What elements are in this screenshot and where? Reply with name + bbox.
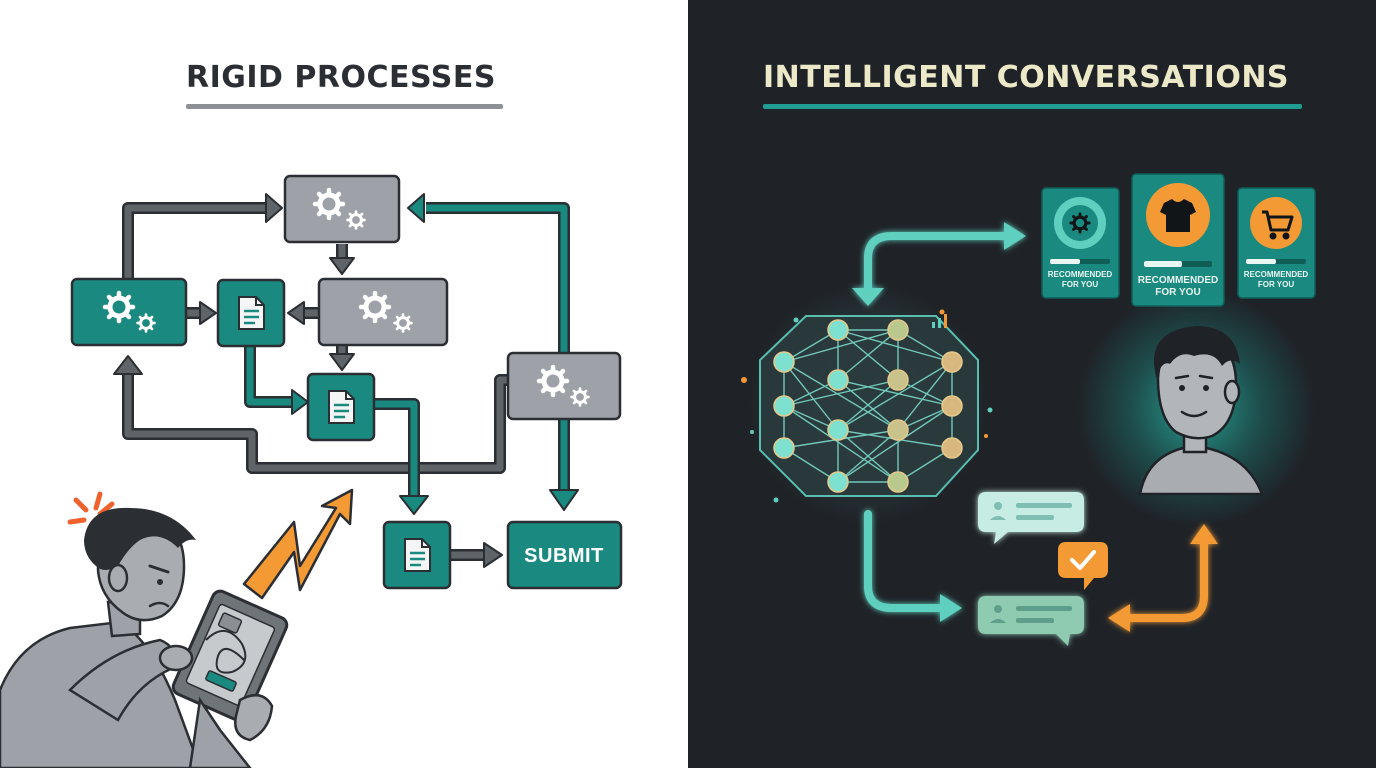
teal-process-box [70,277,188,347]
submit-button[interactable]: SUBMIT [506,520,623,590]
recommendation-label: RECOMMENDED [1048,270,1113,279]
happy-person [1078,290,1314,526]
gray-process-box [317,277,449,347]
recommendation-card[interactable]: RECOMMENDED FOR YOU [1041,187,1120,299]
tshirt-icon [1160,199,1196,232]
recommendation-label: RECOMMENDED [1138,275,1219,286]
gray-process-box [506,351,622,421]
recommendation-label: RECOMMENDED [1244,270,1309,279]
tablet-device [171,589,289,723]
left-panel-title: RIGID PROCESSES [186,60,496,95]
frustrated-person [0,491,289,768]
checkmark-icon [1070,550,1096,570]
chat-bubble [978,596,1084,646]
neural-network [741,284,993,524]
recommendation-sublabel: FOR YOU [1062,280,1099,289]
anger-icon [67,491,115,525]
network-nodes [773,319,963,493]
right-panel-title: INTELLIGENT CONVERSATIONS [763,60,1290,95]
recommendation-card[interactable]: RECOMMENDED FOR YOU [1237,187,1316,299]
confirmation-bubble [1058,542,1108,590]
document-box [216,278,286,348]
chat-bubble [978,492,1084,544]
submit-button-label: SUBMIT [524,545,604,567]
cart-icon [1262,210,1294,240]
document-box [306,372,376,442]
document-box [382,520,452,590]
gray-process-box [283,174,401,244]
rigid-flowchart: SUBMIT [70,174,623,590]
recommendation-sublabel: FOR YOU [1258,280,1295,289]
recommendation-card[interactable]: RECOMMENDED FOR YOU [1131,173,1225,307]
left-title-underline [186,104,503,109]
sparkle-dots [741,309,993,503]
frustration-zigzag-arrow [242,488,354,600]
right-title-underline [763,104,1302,109]
